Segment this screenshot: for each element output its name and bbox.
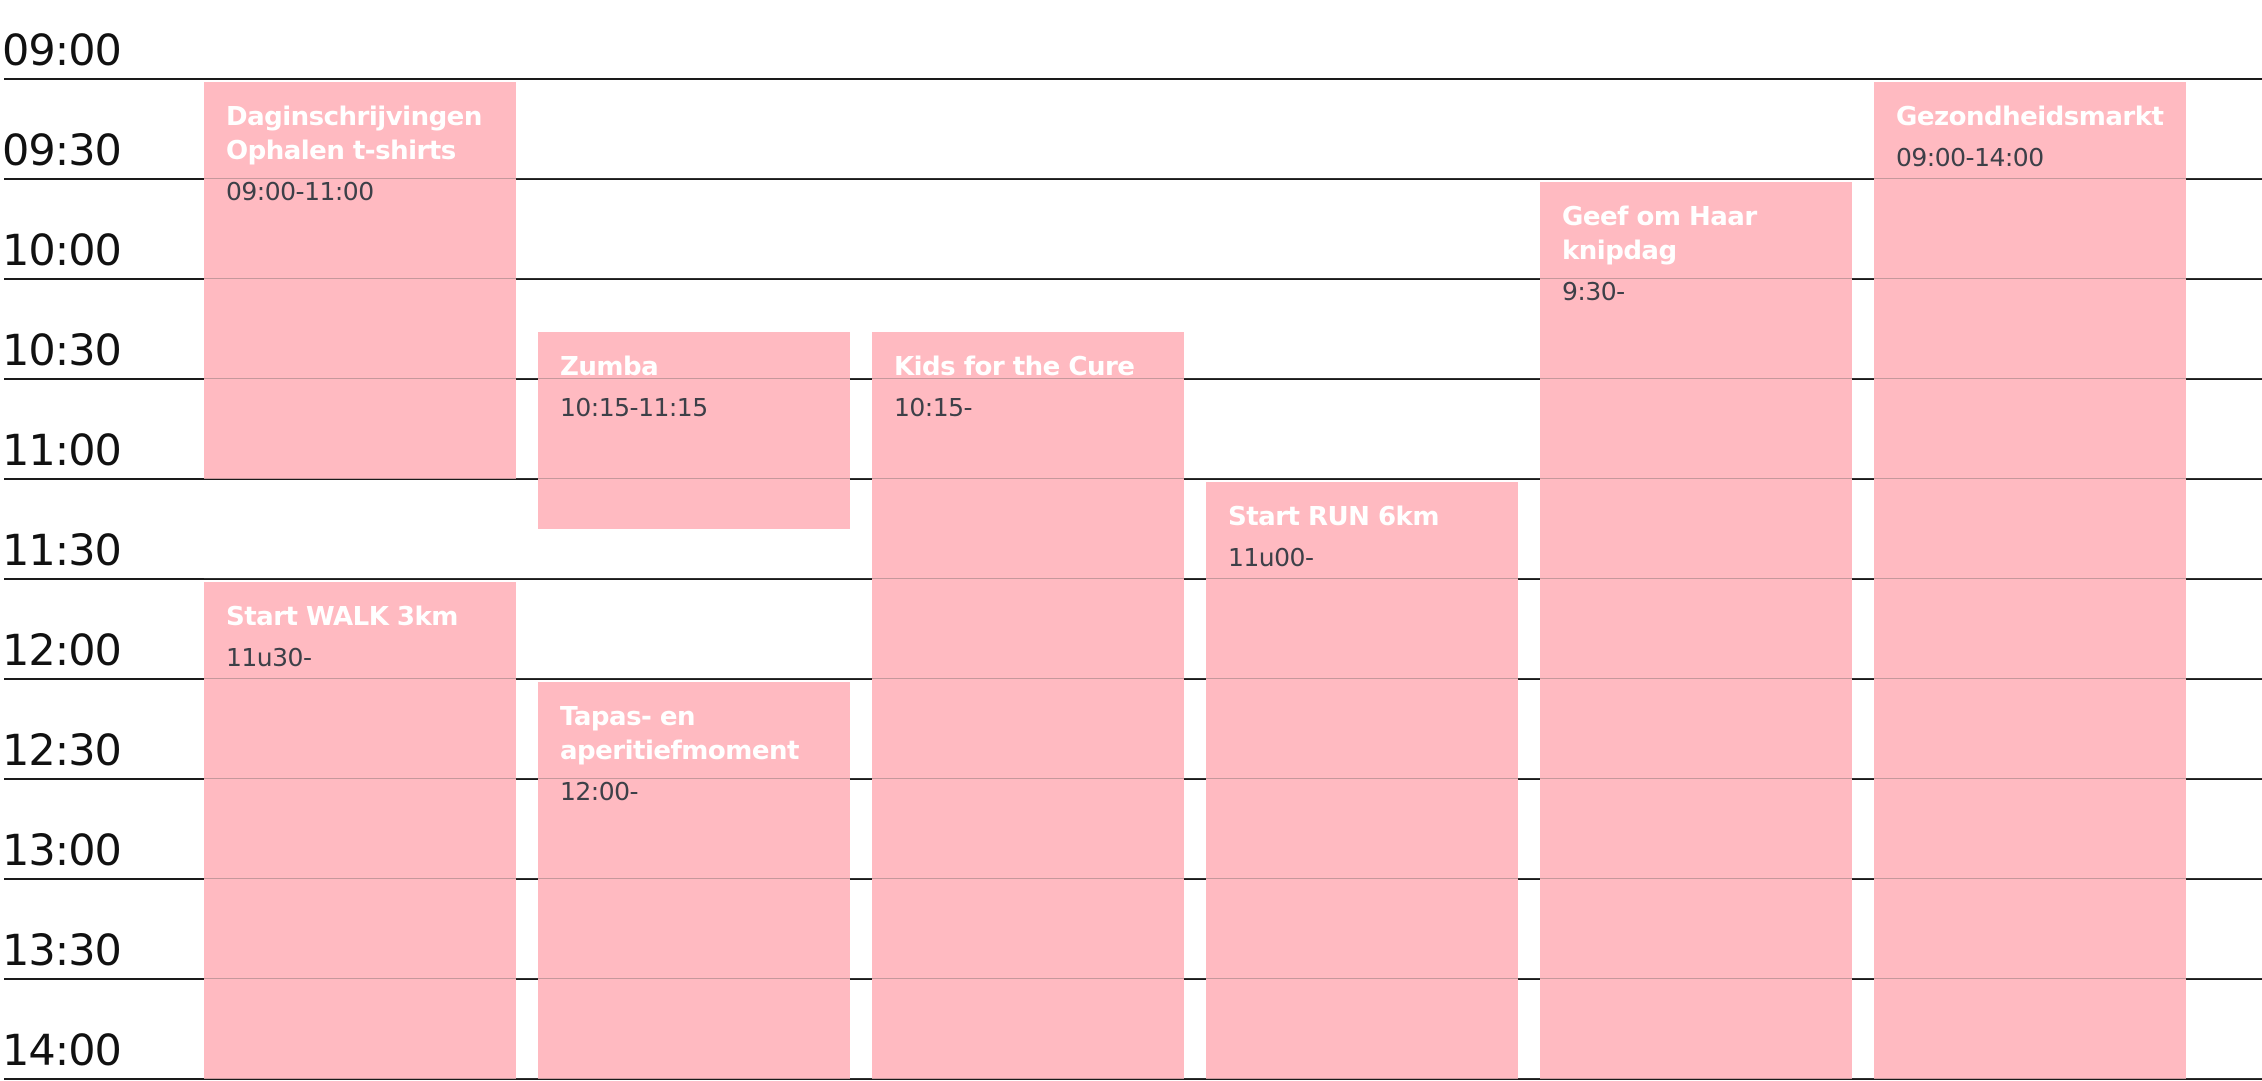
time-label: 14:00 <box>2 1026 122 1076</box>
event-title: Gezondheidsmarkt <box>1896 100 2164 134</box>
grid-overlay-line <box>204 778 2262 779</box>
grid-overlay-line <box>204 578 2262 579</box>
grid-overlay-line <box>204 378 2262 379</box>
time-label: 09:30 <box>2 126 122 176</box>
event-time: 9:30- <box>1562 277 1625 306</box>
event-title: Zumba <box>560 350 828 384</box>
event-title-line: Zumba <box>560 352 659 382</box>
grid-line <box>4 278 2262 280</box>
event-title-line: Ophalen t-shirts <box>226 136 456 166</box>
grid-overlay-line <box>204 1078 2262 1079</box>
event-time: 09:00-11:00 <box>226 177 374 206</box>
event-title-line: Start RUN 6km <box>1228 502 1439 532</box>
event-card[interactable]: Tapas- en aperitiefmoment 12:00- <box>538 682 850 1079</box>
event-title-line: Start WALK 3km <box>226 602 458 632</box>
event-title: Start RUN 6km <box>1228 500 1496 534</box>
event-card[interactable]: Geef om Haar knipdag 9:30- <box>1540 182 1852 1079</box>
event-time: 11u30- <box>226 643 312 672</box>
event-title: Geef om Haar knipdag <box>1562 200 1830 268</box>
grid-overlay-line <box>204 178 2262 179</box>
grid-overlay-line <box>204 278 2262 279</box>
event-card[interactable]: Start RUN 6km 11u00- <box>1206 482 1518 1079</box>
event-title: Start WALK 3km <box>226 600 494 634</box>
grid-overlay-line <box>204 678 2262 679</box>
event-time: 10:15-11:15 <box>560 393 708 422</box>
event-title-line: Geef om Haar <box>1562 202 1757 232</box>
event-title-line: aperitiefmoment <box>560 736 799 766</box>
event-card[interactable]: Start WALK 3km 11u30- <box>204 582 516 1079</box>
time-label: 11:00 <box>2 426 122 476</box>
time-label: 12:30 <box>2 726 122 776</box>
event-card[interactable]: Gezondheidsmarkt 09:00-14:00 <box>1874 82 2186 1079</box>
event-title: Kids for the Cure <box>894 350 1162 384</box>
grid-overlay-line <box>204 978 2262 979</box>
time-label: 12:00 <box>2 626 122 676</box>
event-time: 12:00- <box>560 777 639 806</box>
event-time: 11u00- <box>1228 543 1314 572</box>
event-title-line: Tapas- en <box>560 702 696 732</box>
grid-overlay-line <box>204 478 2262 479</box>
time-label: 10:00 <box>2 226 122 276</box>
event-card[interactable]: Kids for the Cure 10:15- <box>872 332 1184 1079</box>
event-title: Tapas- en aperitiefmoment <box>560 700 828 768</box>
time-label: 13:30 <box>2 926 122 976</box>
time-label: 10:30 <box>2 326 122 376</box>
grid-overlay-line <box>204 878 2262 879</box>
time-label: 13:00 <box>2 826 122 876</box>
event-title-line: knipdag <box>1562 236 1677 266</box>
event-time: 10:15- <box>894 393 973 422</box>
event-title-line: Gezondheidsmarkt <box>1896 102 2164 132</box>
event-card[interactable]: Zumba 10:15-11:15 <box>538 332 850 529</box>
event-title-line: Kids for the Cure <box>894 352 1135 382</box>
time-label: 11:30 <box>2 526 122 576</box>
grid-line <box>4 1078 2262 1080</box>
grid-line <box>4 78 2262 80</box>
time-label: 09:00 <box>2 26 122 76</box>
event-title-line: Daginschrijvingen <box>226 102 482 132</box>
event-time: 09:00-14:00 <box>1896 143 2044 172</box>
grid-line <box>4 178 2262 180</box>
